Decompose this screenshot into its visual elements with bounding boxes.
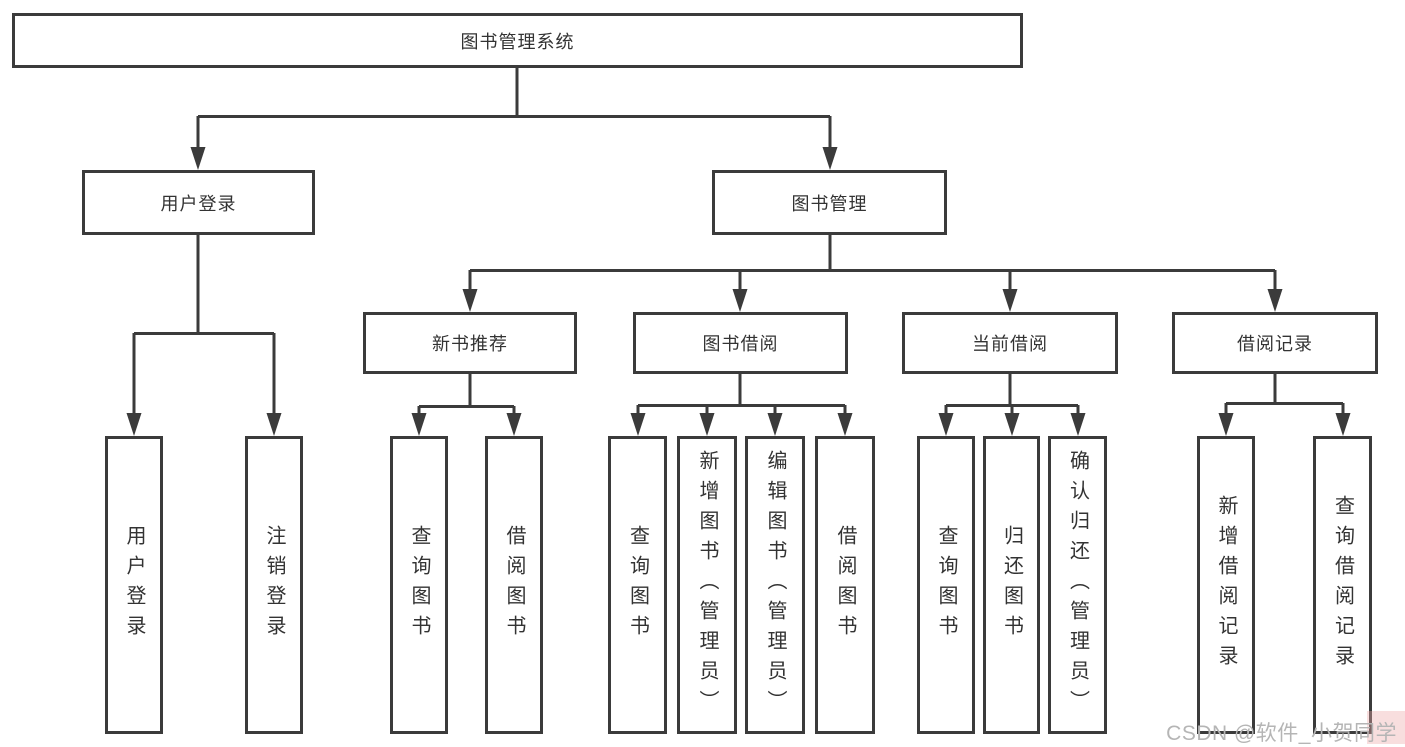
node-book-borrow: 图书借阅 [633,312,848,374]
leaf-bookborrow-borrow: 借阅图书 [815,436,875,734]
leaf-bookborrow-add: 新增图书（管理员） [677,436,737,734]
watermark-text: CSDN @软件_小贺同学 [1166,722,1397,745]
node-user-login-label: 用户登录 [160,193,237,214]
leaf-current-query: 查询图书 [917,436,975,734]
connector-current-borrow [938,374,1086,436]
node-user-login: 用户登录 [82,170,315,235]
leaf-bookborrow-query: 查询图书 [608,436,667,734]
leaf-bookborrow-add-label: 新增图书（管理员） [696,450,718,720]
watermark-highlight [1367,711,1405,744]
node-root-label: 图书管理系统 [460,31,575,52]
connector-new-book-recommend [411,374,522,436]
leaf-newbooks-borrow: 借阅图书 [485,436,543,734]
node-book-management: 图书管理 [712,170,947,235]
leaf-current-confirm-return-label: 确认归还（管理员） [1066,450,1089,720]
node-book-borrow-label: 图书借阅 [702,334,779,354]
leaf-logout: 注销登录 [245,436,303,734]
leaf-current-confirm-return: 确认归还（管理员） [1048,436,1107,734]
leaf-current-return-label: 归还图书 [1000,525,1023,645]
leaf-records-add-label: 新增借阅记录 [1215,495,1237,675]
leaf-records-add: 新增借阅记录 [1197,436,1255,734]
connector-user-login [126,235,282,436]
leaf-current-query-label: 查询图书 [935,525,957,645]
leaf-records-query-label: 查询借阅记录 [1331,495,1354,675]
connector-book-borrow [630,374,853,436]
leaf-records-query: 查询借阅记录 [1313,436,1372,734]
leaf-current-return: 归还图书 [983,436,1040,734]
leaf-bookborrow-edit: 编辑图书（管理员） [745,436,805,734]
leaf-user-login-label: 用户登录 [123,525,145,645]
node-book-management-label: 图书管理 [791,193,868,214]
node-borrow-records-label: 借阅记录 [1237,334,1313,354]
leaf-newbooks-query-label: 查询图书 [408,525,430,645]
leaf-newbooks-borrow-label: 借阅图书 [503,525,525,645]
connector-root [190,68,838,170]
leaf-newbooks-query: 查询图书 [390,436,448,734]
leaf-logout-label: 注销登录 [263,525,285,645]
node-current-borrow-label: 当前借阅 [972,334,1048,354]
node-current-borrow: 当前借阅 [902,312,1118,374]
node-borrow-records: 借阅记录 [1172,312,1378,374]
node-new-book-recommend-label: 新书推荐 [432,334,508,354]
connector-borrow-records [1218,374,1351,436]
leaf-bookborrow-edit-label: 编辑图书（管理员） [764,450,786,720]
leaf-bookborrow-borrow-label: 借阅图书 [834,525,856,645]
leaf-user-login: 用户登录 [105,436,163,734]
connector-book-management [462,235,1283,312]
node-new-book-recommend: 新书推荐 [363,312,577,374]
leaf-bookborrow-query-label: 查询图书 [626,525,649,645]
node-root: 图书管理系统 [12,13,1023,68]
